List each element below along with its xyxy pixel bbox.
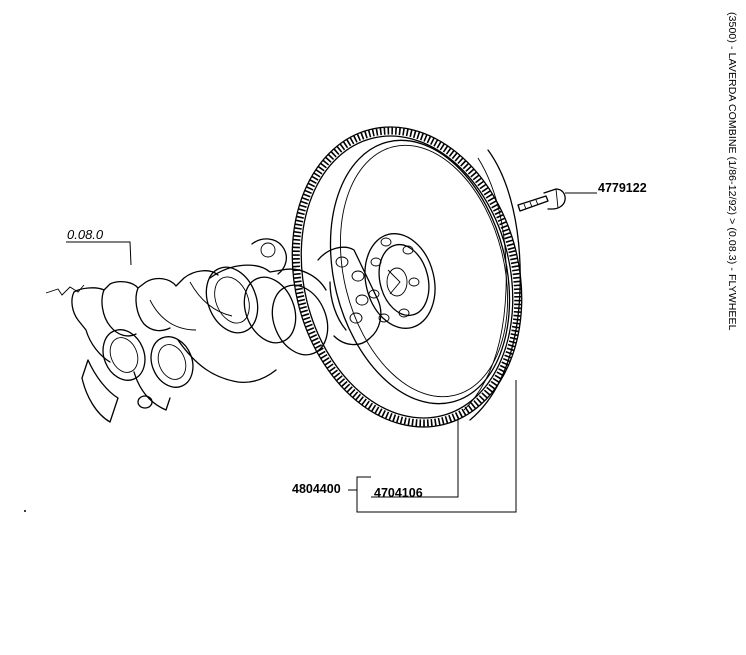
stray-dot [24, 510, 26, 512]
callout-bolt[interactable]: 4779122 [598, 181, 647, 195]
diagram-caption: (3500) - LAVERDA COMBINE (1/86-12/92) > … [726, 12, 738, 331]
callout-flywheel-assembly[interactable]: 4804400 [292, 482, 341, 496]
flywheel-drawing [291, 126, 523, 428]
bolt-drawing [517, 188, 566, 212]
crankshaft-drawing [45, 238, 382, 423]
leader-lines [348, 192, 597, 513]
reference-group-label[interactable]: 0.08.0 [67, 227, 104, 242]
callout-flywheel[interactable]: 4704106 [374, 486, 423, 500]
